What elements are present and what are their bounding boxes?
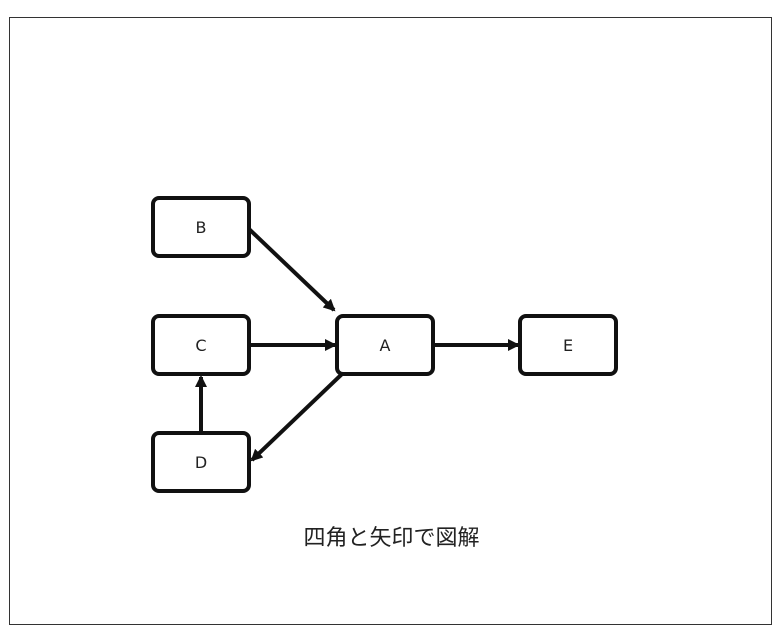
diagram-caption: 四角と矢印で図解 [303, 526, 480, 551]
edges [195, 227, 520, 462]
node-b: B [151, 196, 251, 258]
node-e-label: E [563, 336, 573, 355]
node-c: C [151, 314, 251, 376]
node-b-label: B [196, 218, 207, 237]
node-c-label: C [195, 336, 206, 355]
node-a-label: A [380, 336, 391, 355]
node-a: A [335, 314, 435, 376]
diagram-frame [9, 17, 772, 625]
edge-b-to-a [247, 227, 336, 312]
node-d-label: D [195, 453, 207, 472]
node-e: E [518, 314, 618, 376]
node-d: D [151, 431, 251, 493]
edge-a-to-d [250, 372, 344, 462]
